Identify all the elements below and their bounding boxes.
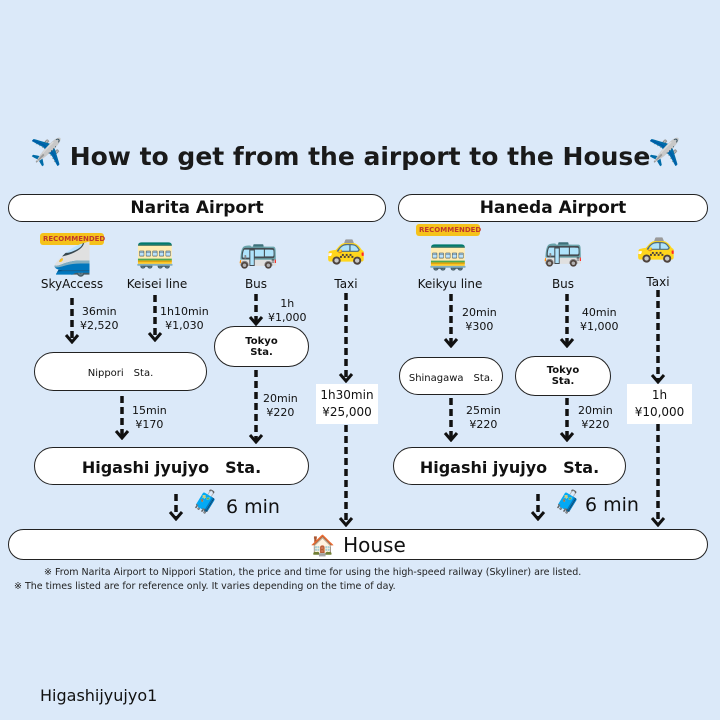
shinagawa-station: Shinagawa Sta. xyxy=(399,357,503,395)
taxi-icon: 🚕 xyxy=(326,228,366,266)
mode-label: Bus xyxy=(244,277,268,291)
airplane-icon: ✈️ xyxy=(648,138,681,168)
walk-time: 6 min xyxy=(226,496,280,518)
mode-label: SkyAccess xyxy=(40,277,104,291)
walk-time: 6 min xyxy=(585,494,639,516)
route-info: 20min¥220 xyxy=(578,404,613,431)
route-info: 1h10min¥1,030 xyxy=(160,305,209,332)
arrow-icon xyxy=(530,494,546,522)
house-icon: 🏠 xyxy=(310,532,336,557)
mode-label: Keikyu line xyxy=(417,277,483,291)
taxi-info: 1h¥10,000 xyxy=(627,384,692,424)
arrow-icon xyxy=(443,398,459,443)
arrow-icon xyxy=(248,370,264,445)
footer-label: Higashijyujyo1 xyxy=(40,686,158,705)
train-icon: 🚃 xyxy=(428,234,468,272)
route-info: 15min¥170 xyxy=(132,404,167,431)
higashi-jyujyo-station: Higashi jyujyo Sta. xyxy=(393,447,626,485)
arrow-icon xyxy=(248,294,264,327)
haneda-header: Haneda Airport xyxy=(398,194,708,222)
bus-icon: 🚌 xyxy=(543,230,583,268)
bus-icon: 🚌 xyxy=(238,232,278,270)
walking-people-icon: 🧳 xyxy=(192,490,220,515)
arrow-icon xyxy=(559,294,575,349)
note: ※ The times listed are for reference onl… xyxy=(14,581,396,592)
route-info: 40min¥1,000 xyxy=(580,306,619,333)
airplane-icon: ✈️ xyxy=(30,138,63,168)
route-info: 25min¥220 xyxy=(466,404,501,431)
arrow-icon xyxy=(114,396,130,441)
taxi-icon: 🚕 xyxy=(636,226,676,264)
walking-people-icon: 🧳 xyxy=(554,490,582,515)
arrow-icon xyxy=(338,293,354,384)
mode-label: Bus xyxy=(551,277,575,291)
arrow-icon xyxy=(650,424,666,528)
train-icon: 🚄 xyxy=(52,240,92,278)
mode-label: Taxi xyxy=(334,277,358,291)
house-destination: 🏠House xyxy=(8,529,708,560)
arrow-icon xyxy=(650,290,666,385)
recommended-badge: RECOMMENDED xyxy=(416,224,481,236)
arrow-icon xyxy=(168,494,184,522)
arrow-icon xyxy=(443,294,459,349)
note: ※ From Narita Airport to Nippori Station… xyxy=(44,567,582,578)
route-info: 20min¥300 xyxy=(462,306,497,333)
higashi-jyujyo-station: Higashi jyujyo Sta. xyxy=(34,447,309,485)
route-info: 36min¥2,520 xyxy=(80,305,119,332)
mode-label: Taxi xyxy=(646,275,670,289)
page-title: How to get from the airport to the House xyxy=(69,142,651,171)
route-info: 1h¥1,000 xyxy=(268,297,307,324)
recommended-badge: RECOMMENDED xyxy=(40,233,105,245)
arrow-icon xyxy=(147,295,163,343)
arrow-icon xyxy=(559,398,575,443)
mode-label: Keisei line xyxy=(126,277,188,291)
train-icon: 🚃 xyxy=(135,232,175,270)
arrow-icon xyxy=(338,425,354,528)
arrow-icon xyxy=(64,298,80,345)
nippori-station: Nippori Sta. xyxy=(34,352,207,391)
narita-header: Narita Airport xyxy=(8,194,386,222)
taxi-info: 1h30min¥25,000 xyxy=(316,384,378,424)
route-info: 20min¥220 xyxy=(263,392,298,419)
